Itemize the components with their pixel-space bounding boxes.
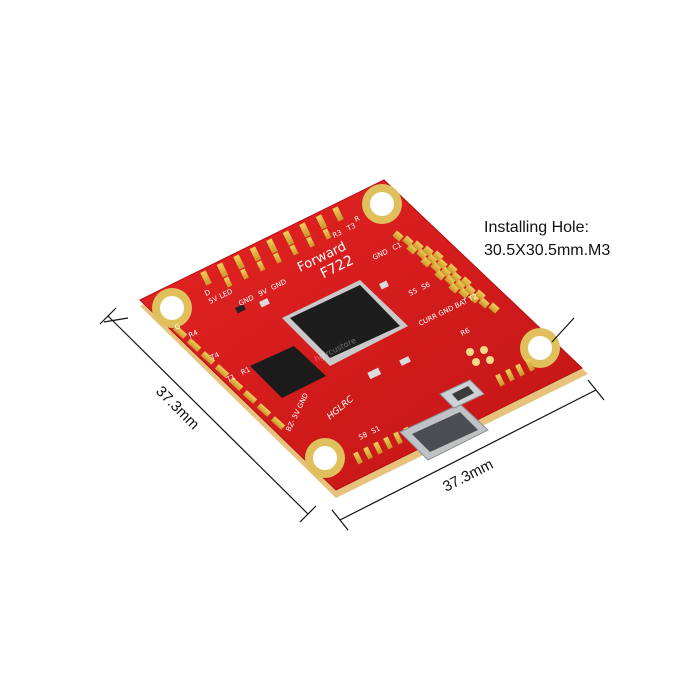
installing-hole-annotation: Installing Hole: 30.5X30.5mm.M3 (484, 216, 610, 262)
silk-g: G (173, 322, 181, 332)
solder-pad (200, 351, 216, 365)
solder-pad (216, 262, 229, 278)
solder-pad (306, 236, 315, 248)
solder-pad (353, 451, 363, 465)
solder-pad (373, 441, 383, 455)
solder-pad (240, 268, 249, 280)
solder-pad (299, 222, 311, 238)
smd-components (235, 280, 494, 380)
silk-t1: T1 (224, 373, 236, 384)
gyro-chip (250, 346, 326, 398)
dimension-left (99, 307, 317, 523)
mounting-hole-top (362, 184, 402, 224)
solder-pad (525, 358, 535, 372)
solder-pad (266, 238, 278, 254)
silk-t4: T4 (208, 351, 221, 363)
dimension-bottom (331, 379, 605, 531)
solder-pad (242, 390, 258, 404)
solder-pad (402, 235, 414, 247)
solder-pad (233, 254, 245, 270)
solder-pad (289, 244, 299, 256)
silk-9v: 9V (257, 287, 269, 298)
solder-pad (322, 228, 332, 240)
solder-pad (214, 364, 230, 378)
solder-pad (422, 245, 434, 257)
solder-pad (228, 377, 244, 391)
silk-s1: S1 (370, 425, 382, 436)
pcb-board: Forward F722 GND 9V GND 5V LED R3 T3 GND… (139, 179, 588, 498)
solder-pad (474, 289, 486, 301)
solder-pad (446, 263, 458, 275)
solder-pad (383, 436, 393, 450)
silk-r1: R1 (240, 366, 252, 377)
installing-hole-spec: 30.5X30.5mm.M3 (484, 242, 611, 259)
installing-hole-title: Installing Hole: (484, 219, 589, 236)
solder-pad (270, 416, 286, 430)
silk-r3: R3 (331, 229, 343, 240)
silk-d: D (203, 288, 211, 298)
silk-t3: T3 (345, 222, 357, 233)
solder-pad (392, 230, 404, 242)
solder-pad (256, 260, 266, 272)
solder-pad (488, 302, 500, 314)
silk-r4: R4 (187, 328, 199, 340)
solder-pad (393, 431, 403, 445)
solder-pad (363, 446, 373, 460)
silk-s8: S8 (357, 431, 369, 442)
solder-pad (282, 230, 295, 246)
solder-pad (172, 325, 188, 339)
mcu-chip (282, 280, 408, 366)
solder-pad (505, 368, 515, 382)
mounting-hole-right (520, 328, 560, 368)
silk-r6: R6 (459, 326, 471, 338)
silk-s5: S5 (407, 287, 419, 298)
silk-s6: S6 (420, 280, 432, 291)
silk-5v: 5V (207, 294, 219, 305)
solder-pad (273, 252, 282, 264)
mounting-hole-bottom (305, 438, 345, 478)
solder-pad (249, 246, 262, 262)
silk-c1: C1 (391, 241, 403, 252)
boot-button[interactable] (439, 379, 485, 409)
usb-c-port[interactable] (399, 403, 489, 461)
leader-line (551, 317, 575, 343)
solder-pad (460, 276, 472, 288)
solder-pad (515, 363, 525, 377)
solder-pad (495, 373, 505, 387)
solder-pad (256, 403, 272, 417)
solder-pad (432, 250, 444, 262)
solder-pads (172, 206, 535, 465)
dimension-bottom-label: 37.3mm (440, 456, 496, 496)
silk-r: R (353, 214, 361, 223)
solder-pad (332, 206, 344, 222)
solder-pad (223, 276, 233, 288)
solder-pad (315, 214, 328, 230)
solder-pad (412, 240, 424, 252)
solder-pad (200, 270, 212, 286)
mounting-hole-left (152, 288, 192, 328)
dimension-left-label: 37.3mm (152, 383, 202, 433)
solder-pad (186, 338, 202, 352)
